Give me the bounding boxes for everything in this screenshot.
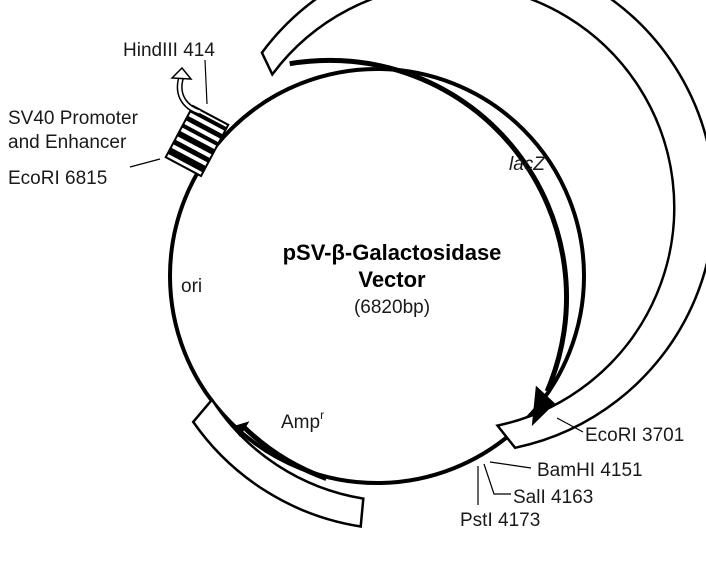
ecori-3701-label: EcoRI 3701: [585, 425, 684, 446]
sali-label: SalI 4163: [513, 487, 593, 508]
bamhi-leader: [489, 461, 532, 469]
vector-size: (6820bp): [354, 297, 430, 318]
ori-label: ori: [181, 276, 202, 297]
lacz-feature-box: [260, 0, 706, 450]
vector-title-line1: pSV-β-Galactosidase: [283, 240, 502, 265]
hindiii-leader: [204, 59, 208, 105]
plasmid-circle: [168, 67, 586, 485]
sv40-promoter-block: [164, 104, 230, 178]
sv40-label-line2: and Enhancer: [8, 132, 127, 153]
psti-label: PstI 4173: [460, 510, 540, 531]
amp-arrow-line: [242, 425, 328, 481]
promoter-arrow-inner: [178, 77, 201, 114]
sv40-label-line1: SV40 Promoter: [8, 108, 139, 129]
promoter-arrowhead: [170, 66, 193, 80]
ecori-6815-leader: [129, 158, 161, 168]
hindiii-label: HindIII 414: [123, 40, 215, 61]
lacz-arrowhead: [531, 385, 555, 427]
sali-leader: [483, 463, 511, 495]
ecori-6815-label: EcoRI 6815: [8, 168, 107, 189]
amp-feature-box: [191, 397, 365, 528]
amp-label: Ampr: [281, 408, 324, 433]
vector-title-line2: Vector: [358, 267, 426, 292]
lacz-label: lacZ: [509, 154, 546, 175]
ecori-3701-leader: [556, 417, 584, 433]
lacz-arrow-line: [289, 57, 569, 393]
bamhi-label: BamHI 4151: [537, 460, 643, 481]
amp-arrowhead: [231, 421, 250, 437]
